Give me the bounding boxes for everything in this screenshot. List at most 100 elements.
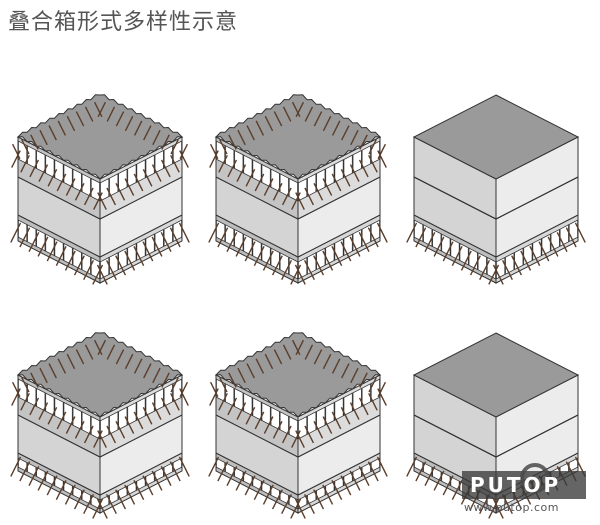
rebar	[331, 358, 341, 374]
rebar	[368, 139, 377, 155]
slot	[334, 397, 344, 421]
rebar	[124, 115, 134, 132]
rebar	[253, 479, 265, 501]
rebar	[92, 498, 104, 519]
rebar	[313, 111, 323, 127]
box-b2	[208, 332, 388, 519]
rebar	[19, 461, 31, 482]
rebar	[65, 416, 76, 434]
rebar	[106, 187, 117, 206]
slot	[118, 406, 128, 431]
rebar	[451, 245, 463, 267]
rebar	[208, 222, 220, 243]
rebar	[228, 134, 237, 150]
rebar	[303, 259, 315, 281]
watermark-url: www.putop.com	[464, 501, 559, 514]
slot	[118, 168, 128, 193]
rebar	[160, 465, 172, 487]
box-a2	[208, 94, 388, 285]
slot	[154, 387, 164, 412]
slot	[136, 397, 146, 421]
rebar	[263, 178, 274, 196]
band-line	[413, 414, 497, 458]
rebar	[282, 106, 292, 122]
box-a3	[406, 94, 586, 285]
slot	[325, 163, 335, 188]
rebar	[28, 465, 40, 487]
rebar	[106, 344, 116, 360]
rebar	[106, 425, 117, 444]
slot	[163, 383, 173, 407]
rebar	[322, 484, 334, 505]
rebar	[169, 461, 181, 482]
rebar	[133, 120, 143, 136]
rebar	[29, 397, 40, 416]
rebar	[75, 349, 85, 365]
rebar	[115, 182, 126, 201]
rebar	[488, 264, 500, 285]
slot	[270, 485, 280, 501]
rebar	[322, 353, 332, 370]
slot	[36, 466, 46, 482]
rebar	[151, 402, 162, 420]
top-face	[16, 332, 184, 418]
top-face	[214, 94, 382, 180]
rebar	[294, 264, 306, 285]
rebar	[313, 420, 324, 439]
rebar	[565, 227, 577, 248]
rebar	[368, 392, 378, 411]
rebar	[406, 456, 418, 477]
rebar	[29, 159, 40, 178]
slot	[215, 457, 226, 473]
top-face	[16, 94, 184, 180]
rebar	[547, 236, 559, 257]
slot	[145, 392, 155, 417]
rebar	[272, 420, 283, 439]
slot	[450, 476, 460, 491]
rebar	[57, 120, 67, 136]
rebar	[142, 406, 153, 425]
box-a1	[10, 94, 190, 285]
rebar	[66, 353, 76, 370]
rebar	[291, 101, 301, 118]
rebar	[10, 456, 22, 477]
rebar	[244, 475, 256, 496]
rebar	[28, 231, 40, 253]
rebar	[93, 192, 103, 210]
rebar	[227, 397, 238, 416]
rebar	[74, 420, 85, 439]
rebar	[358, 231, 370, 253]
rebar	[151, 164, 162, 182]
rebar	[20, 392, 30, 411]
rebar	[255, 358, 265, 374]
rebar	[331, 245, 343, 267]
rebar	[170, 377, 179, 393]
rebar	[178, 456, 190, 477]
rebar	[350, 367, 359, 384]
rebar	[142, 241, 154, 262]
rebar	[228, 372, 237, 388]
rebar	[377, 143, 387, 160]
rebar	[368, 154, 378, 173]
rebar	[105, 493, 117, 515]
rebar	[331, 479, 343, 501]
rebar	[73, 489, 85, 510]
rebar	[209, 381, 219, 398]
rebar	[415, 227, 427, 248]
rebar	[170, 139, 179, 155]
rebar	[246, 363, 255, 379]
slot	[361, 383, 371, 407]
slot	[252, 476, 262, 491]
rebar	[97, 192, 107, 210]
rebar	[349, 402, 360, 420]
rebar	[331, 120, 341, 136]
watermark-logo: PUTOP www.putop.com	[462, 463, 586, 515]
rebar	[133, 479, 145, 501]
rebar	[322, 250, 334, 271]
rebar	[179, 150, 189, 168]
rebar	[218, 392, 228, 411]
rebar	[209, 143, 219, 160]
slot	[288, 494, 299, 510]
rebar	[303, 493, 315, 515]
rebar	[322, 416, 333, 434]
